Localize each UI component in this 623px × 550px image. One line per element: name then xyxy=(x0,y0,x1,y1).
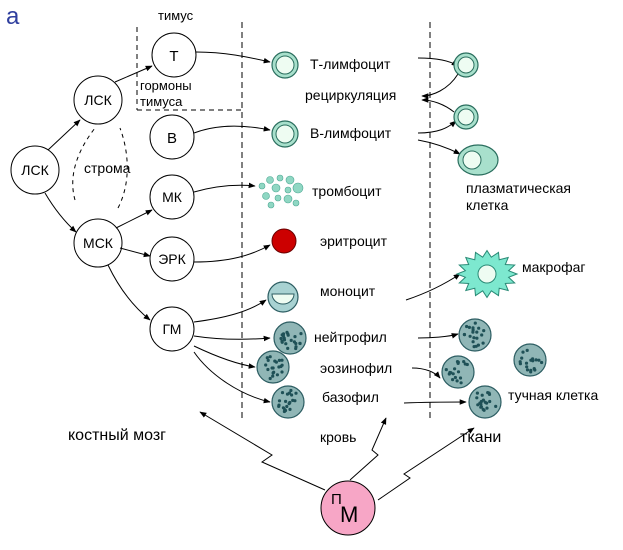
blood-arrows xyxy=(193,51,271,404)
signal-to-bone-marrow xyxy=(199,411,326,491)
monocyte-label: моноцит xyxy=(320,283,376,299)
macrophage-label: макрофаг xyxy=(522,259,586,275)
b-lymphocyte-label: В-лимфоцит xyxy=(310,125,392,141)
arrow-neutrophil-to-tissue xyxy=(417,333,459,339)
plasma-cell-label-line2: клетка xyxy=(466,197,509,213)
recirculation-label: рециркуляция xyxy=(305,87,396,103)
b-lymphocyte-cell-icon xyxy=(271,120,299,148)
arrow-msk-to-erk xyxy=(119,247,151,258)
arrow-b-lymphocyte-to-tissue xyxy=(417,120,457,134)
plasma-cell-icon xyxy=(457,144,499,176)
arrow-monocyte-to-macrophage xyxy=(405,273,461,301)
tissue-eosinophil-icon xyxy=(441,355,475,389)
mast-cell-icon xyxy=(468,385,502,419)
node-lsk-upper: ЛСК xyxy=(73,75,123,125)
tissue-arrows xyxy=(403,57,467,405)
arrow-gm-to-monocyte xyxy=(193,299,267,323)
bone-marrow-label: костный мозг xyxy=(68,427,166,444)
erythrocyte-label: эритроцит xyxy=(320,233,388,249)
erythrocyte-cell-icon xyxy=(271,228,297,254)
node-mk: МК xyxy=(149,174,195,220)
tissue-granulocyte-icon xyxy=(513,343,547,377)
arrow-b-to-b-lymphocyte xyxy=(193,125,271,134)
neutrophil-label: нейтрофил xyxy=(314,329,387,345)
arrow-lsk-to-msk xyxy=(44,192,77,233)
thymus-hormones-label-line2: тимуса xyxy=(140,94,183,109)
stroma-arc-right xyxy=(117,127,128,209)
panel-letter: а xyxy=(6,3,20,30)
node-lsk-upper-label: ЛСК xyxy=(84,92,112,108)
blood-label: кровь xyxy=(320,429,356,445)
macrophage-nucleus xyxy=(477,264,497,284)
pm-node: П М xyxy=(320,480,376,536)
node-lsk-root: ЛСК xyxy=(10,145,60,195)
arrow-recirculation-back xyxy=(421,73,459,99)
plasma-cell-label-line1: плазматическая xyxy=(466,180,571,196)
signal-to-blood xyxy=(349,417,387,481)
node-b-label: В xyxy=(167,130,177,147)
node-t: Т xyxy=(151,32,197,78)
node-erk: ЭРК xyxy=(149,236,195,282)
basophil-label: базофил xyxy=(322,389,379,405)
arrow-mk-to-platelet xyxy=(193,182,256,193)
node-t-label: Т xyxy=(169,48,178,65)
tissue-t-lymphocyte-icon xyxy=(453,52,479,78)
node-gm-label: ГМ xyxy=(163,321,182,337)
node-lsk-root-label: ЛСК xyxy=(21,162,49,178)
arrow-gm-to-eosinophil xyxy=(193,345,256,369)
pm-node-letter-1: П xyxy=(331,491,342,508)
thymus-hormones-label-line1: гормоны xyxy=(140,78,192,93)
basophil-cell-icon xyxy=(271,385,305,419)
thymus-label: тимус xyxy=(158,8,194,23)
arrow-recirculation-back-2 xyxy=(421,97,455,113)
arrow-t-lymphocyte-to-tissue xyxy=(417,57,459,67)
lineage-arrows xyxy=(44,65,153,321)
node-erk-label: ЭРК xyxy=(158,251,186,267)
node-gm: ГМ xyxy=(149,306,195,352)
arrow-erk-to-erythrocyte xyxy=(193,244,271,263)
arrow-lsk-to-t xyxy=(114,65,153,83)
node-mk-label: МК xyxy=(162,189,183,205)
arrow-msk-to-mk xyxy=(115,209,153,229)
monocyte-cell-icon xyxy=(267,281,299,313)
signal-to-tissues xyxy=(377,427,475,501)
arrow-eosinophil-to-tissue xyxy=(411,367,441,379)
mast-cell-label: тучная клетка xyxy=(508,387,598,403)
tissues-label: ткани xyxy=(460,429,501,446)
arrow-basophil-to-mast xyxy=(403,399,467,405)
eosinophil-cell-icon xyxy=(256,350,290,384)
tissue-neutrophil-icon xyxy=(458,318,492,352)
t-lymphocyte-cell-icon xyxy=(271,51,299,79)
arrow-gm-to-neutrophil xyxy=(193,335,271,342)
arrow-msk-to-gm xyxy=(107,264,151,321)
node-b: В xyxy=(149,114,195,160)
tissue-b-lymphocyte-icon xyxy=(453,104,479,130)
pm-node-letter-2: М xyxy=(340,502,358,527)
signal-lines xyxy=(199,411,475,501)
node-msk: МСК xyxy=(73,218,123,268)
eosinophil-label: эозинофил xyxy=(320,360,392,376)
neutrophil-cell-icon xyxy=(273,321,307,355)
arrow-gm-to-basophil xyxy=(193,351,271,404)
arrow-b-lymphocyte-to-plasma xyxy=(417,139,461,155)
stroma-label: строма xyxy=(84,160,131,176)
platelet-label: тромбоцит xyxy=(312,183,382,199)
t-lymphocyte-label: Т-лимфоцит xyxy=(310,56,391,72)
platelet-cluster-icon xyxy=(258,174,304,209)
node-msk-label: МСК xyxy=(83,235,114,251)
arrow-t-to-t-lymphocyte xyxy=(195,51,271,64)
arrow-lsk-to-lsk xyxy=(47,119,81,151)
